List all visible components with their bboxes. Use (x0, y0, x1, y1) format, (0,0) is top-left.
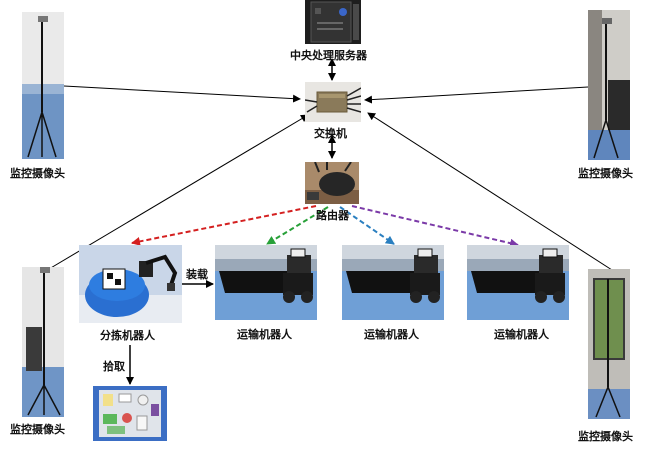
tripod-camera-icon (22, 267, 64, 417)
transport-robot-3-image (467, 245, 569, 320)
camera-br-image (588, 269, 630, 419)
transport-robot-1-label: 运输机器人 (237, 328, 292, 341)
camera-bl-image (22, 267, 64, 417)
wireless-link-transport-1 (266, 206, 329, 245)
transport-robot-2-label: 运输机器人 (364, 328, 419, 341)
wireless-link-transport-2 (339, 206, 395, 245)
wireless-link-transport-3 (351, 205, 519, 248)
router-image (305, 162, 359, 204)
camera-tl-image (22, 12, 64, 159)
router-label: 路由器 (316, 209, 349, 222)
camera-br-link (367, 112, 613, 271)
network-switch-icon (305, 82, 361, 122)
objects-image (93, 386, 167, 441)
tripod-camera-icon (588, 269, 630, 419)
transport-robot-icon (342, 245, 444, 320)
transport-robot-icon (215, 245, 317, 320)
transport-robot-2-image (342, 245, 444, 320)
tripod-camera-icon (22, 12, 64, 159)
tripod-camera-icon (588, 10, 630, 160)
sorting-robot-label: 分拣机器人 (100, 329, 155, 342)
transport-robot-3-label: 运输机器人 (494, 328, 549, 341)
wireless-router-icon (305, 162, 359, 204)
camera-bl-label: 监控摄像头 (10, 423, 65, 436)
sorting-robot-icon (79, 245, 182, 323)
sorting-robot-image (79, 245, 182, 323)
pick-action-label: 拾取 (103, 360, 125, 373)
camera-tr-label: 监控摄像头 (578, 167, 633, 180)
camera-tl-link (63, 85, 301, 103)
camera-tr-image (588, 10, 630, 160)
server-image (305, 0, 361, 44)
camera-tl-label: 监控摄像头 (10, 167, 65, 180)
switch-image (305, 82, 361, 122)
wireless-link-sorting (131, 205, 317, 246)
camera-br-label: 监控摄像头 (578, 430, 633, 443)
server-label: 中央处理服务器 (290, 49, 367, 62)
server-icon (305, 0, 361, 44)
transport-robot-icon (467, 245, 569, 320)
transport-robot-1-image (215, 245, 317, 320)
camera-tr-link (364, 86, 589, 104)
scattered-objects-icon (93, 386, 167, 441)
switch-label: 交换机 (314, 127, 347, 140)
load-action-label: 装载 (186, 268, 208, 281)
